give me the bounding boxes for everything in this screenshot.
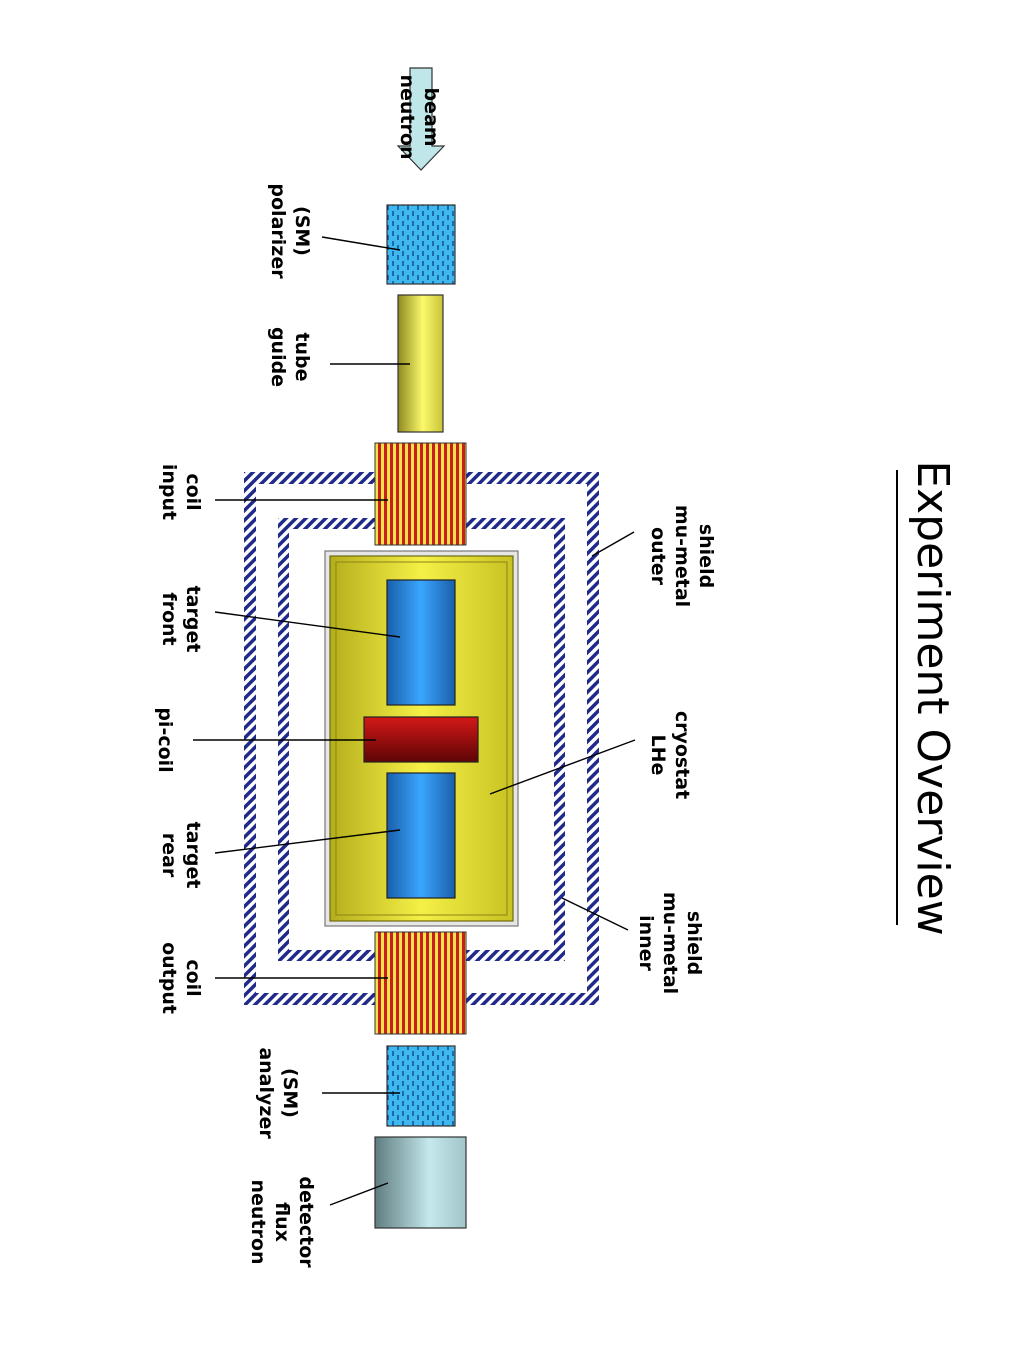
neutron-flux-detector: [374, 1136, 467, 1229]
label-line: cryostat: [671, 711, 693, 799]
label-line: target: [182, 822, 204, 889]
label-line: inner: [635, 915, 657, 971]
label-polarizer: polarizer(SM): [267, 183, 313, 279]
label-line: analyzer: [255, 1047, 277, 1139]
label-line: polarizer: [267, 183, 289, 279]
neutron-beam-arrow: [396, 67, 446, 171]
leader-lines: [193, 236, 636, 1206]
label-line: front: [158, 592, 180, 645]
label-line: tube: [291, 332, 313, 381]
pi-coil: [363, 716, 479, 763]
label-line: mu-metal: [659, 892, 681, 994]
label-line: guide: [267, 327, 289, 387]
label-line: shield: [695, 524, 717, 588]
label-line: coil: [182, 959, 204, 996]
label-line: mu-metal: [671, 505, 693, 607]
page-title: Experiment Overview: [907, 460, 958, 935]
label-line: coil: [182, 473, 204, 510]
label-line: beam: [420, 87, 442, 146]
label-line: neutron: [247, 1180, 269, 1265]
label-line: LHe: [647, 735, 669, 776]
input-coil: [374, 442, 467, 546]
analyzer-block: [386, 1045, 456, 1127]
label-line: detector: [295, 1176, 317, 1268]
label-line: rear: [158, 833, 180, 878]
label-analyzer: analyzer(SM): [255, 1047, 301, 1139]
label-pi-coil: pi-coil: [154, 707, 176, 772]
front-target: [386, 579, 456, 706]
label-line: input: [158, 464, 180, 520]
label-line: neutron: [396, 75, 418, 160]
label-line: output: [158, 942, 180, 1014]
label-line: shield: [683, 911, 705, 975]
polarizer-block: [386, 204, 456, 285]
rear-target: [386, 772, 456, 899]
label-line: (SM): [291, 206, 313, 256]
label-line: outer: [647, 527, 669, 586]
label-line: target: [182, 586, 204, 653]
output-coil: [374, 931, 467, 1035]
label-line: (SM): [279, 1068, 301, 1118]
label-line: pi-coil: [154, 707, 176, 772]
label-line: flux: [271, 1202, 293, 1242]
